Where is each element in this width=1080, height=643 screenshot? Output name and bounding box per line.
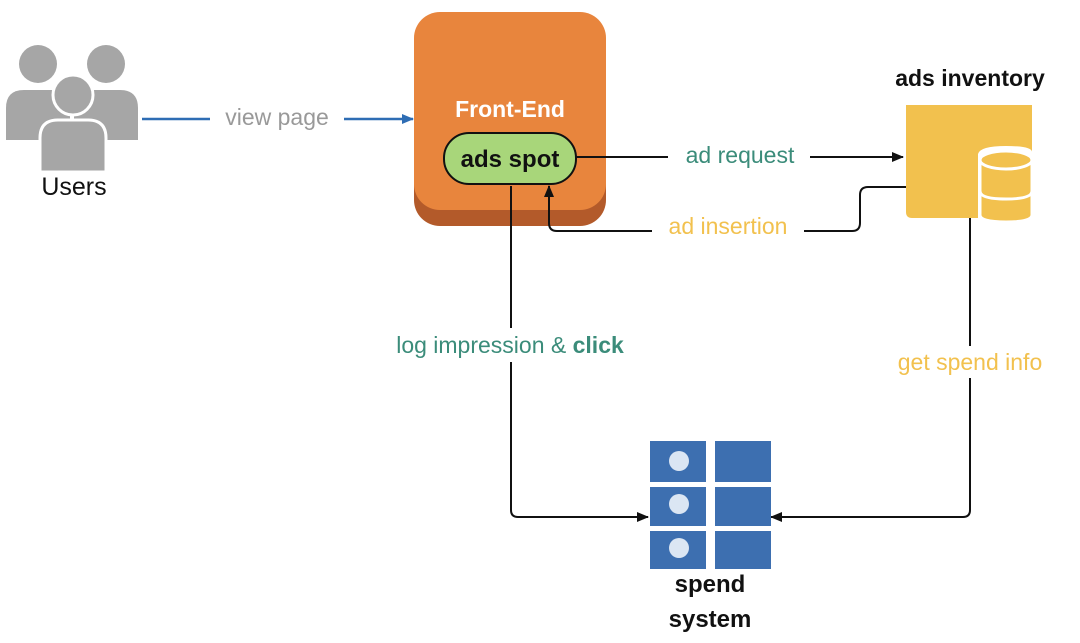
ad-insertion-connector — [544, 185, 906, 232]
log-impression-label-bold: click — [573, 332, 624, 358]
ad-insertion-label: ad insertion — [669, 213, 788, 239]
database-icon — [906, 105, 1034, 224]
ads-spot-label: ads spot — [461, 146, 560, 173]
ads-inventory-label: ads inventory — [895, 65, 1045, 91]
server-grid-icon — [650, 441, 771, 569]
ad-request-label: ad request — [686, 142, 795, 168]
log-impression-label-bg — [362, 328, 658, 362]
spend-system-label-line1: spend — [675, 571, 746, 598]
ad-insertion-label-bg — [652, 212, 804, 240]
users-label: Users — [41, 173, 106, 201]
get-spend-info-label: get spend info — [898, 349, 1043, 375]
log-impression-label-text: log impression & — [396, 332, 572, 358]
front-end-label: Front-End — [455, 96, 565, 122]
log-impression-label: log impression & click — [396, 332, 624, 358]
ad-request-label-bg — [668, 142, 810, 170]
view-page-label-bg — [210, 104, 344, 132]
get-spend-info-connector — [770, 218, 971, 522]
view-page-label: view page — [225, 104, 329, 130]
users-group-icon — [6, 45, 138, 174]
log-impression-connector — [510, 186, 649, 522]
spend-system-label-line2: system — [669, 606, 752, 633]
ads-spot-box — [443, 132, 577, 185]
get-spend-info-label-bg — [878, 346, 1062, 378]
